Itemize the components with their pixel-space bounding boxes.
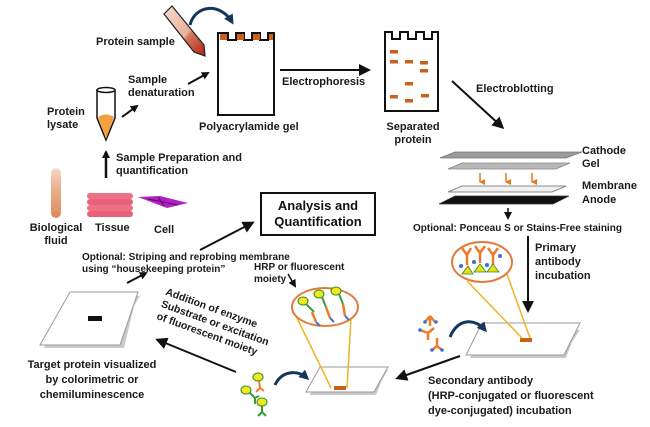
polyacrylamide-gel-label: Polyacrylamide gel	[199, 121, 299, 133]
cell-icon	[138, 196, 188, 208]
tissue-label: Tissue	[95, 222, 130, 234]
stack-layer-anode: Anode	[582, 194, 617, 206]
secondary-antibody-label: Secondary antibody(HRP-conjugated or flu…	[428, 375, 594, 417]
pipette-tip-icon	[163, 5, 206, 57]
protein-band	[520, 338, 532, 342]
stack-layer-cathode: Cathode	[582, 145, 626, 157]
target-band	[88, 316, 102, 321]
separated-gel-icon	[384, 31, 439, 112]
protein-band	[334, 386, 346, 390]
magnifier-lens-icon	[451, 241, 531, 339]
stack-layer-membrane: Membrane	[582, 180, 638, 192]
hrp-antibody-icon	[240, 372, 268, 417]
stack-layer-gel: Gel	[582, 158, 600, 170]
curved-arrow-icon	[188, 6, 234, 26]
tissue-icon	[87, 193, 133, 217]
gel-icon	[217, 32, 275, 116]
transfer-stack-icon	[438, 151, 583, 205]
electrophoresis-label: Electrophoresis	[282, 76, 366, 88]
secondary-antibody-icon	[418, 315, 444, 352]
optional-staining-label: Optional: Ponceau S or Stains-Free stain…	[413, 223, 622, 234]
magnifier-lens-icon	[291, 286, 359, 389]
curved-arrow-icon	[448, 320, 487, 338]
test-tube-icon	[51, 168, 61, 218]
protein-sample-label: Protein sample	[96, 36, 175, 48]
electroblotting-label: Electroblotting	[476, 83, 554, 95]
microtube-icon	[96, 86, 116, 142]
membrane-icon	[39, 291, 140, 348]
cell-label: Cell	[154, 224, 175, 236]
membrane-icon	[465, 322, 581, 358]
optional-stripping-label: Optional: Striping and reprobing membran…	[82, 252, 290, 275]
curved-arrow-icon	[273, 369, 310, 386]
